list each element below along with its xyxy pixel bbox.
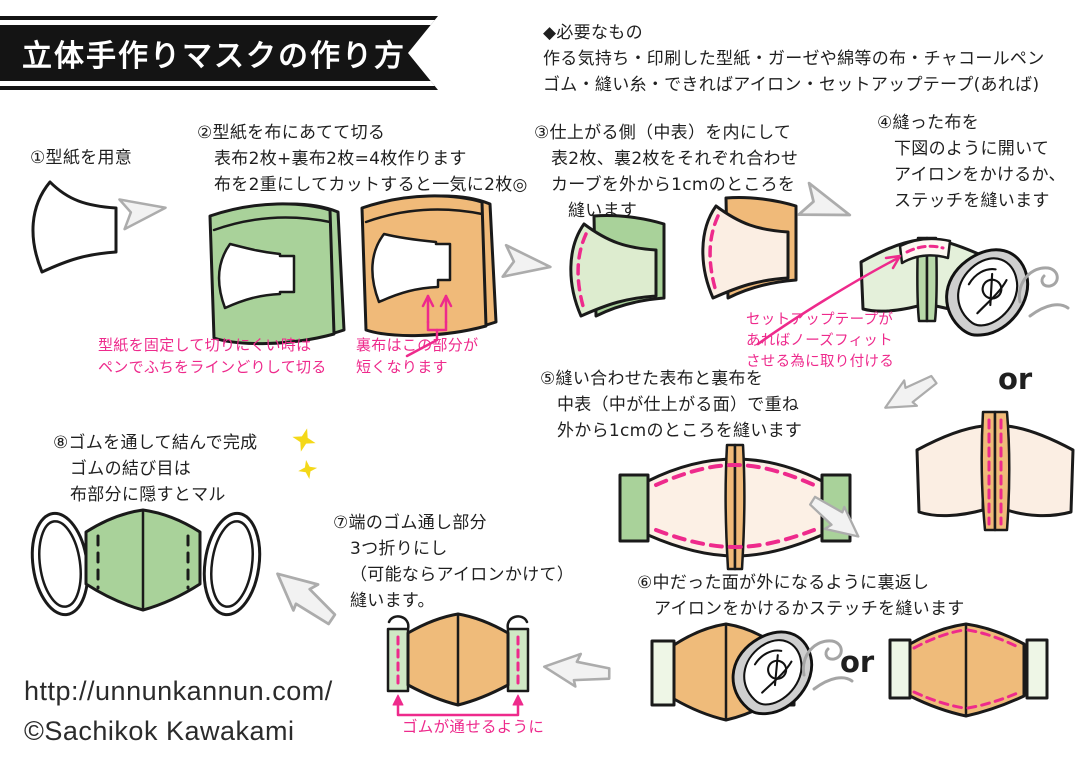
steam-icon [801, 639, 854, 691]
step5-text: ⑤縫い合わせた表布と裏布を 中表（中が仕上がる面）で重ね 外から1cmのところを… [540, 369, 803, 441]
end-tab [618, 473, 650, 543]
iron-icon [945, 248, 1030, 337]
elastic-pass-annotation: ゴムが通せるように [402, 718, 545, 736]
stitch-line [654, 528, 816, 549]
stitch-line [654, 463, 816, 487]
stitch-line [708, 214, 720, 290]
flow-arrow-icon [118, 198, 167, 231]
stitch-line [966, 690, 1022, 710]
flow-arrow-icon [797, 181, 852, 217]
flow-arrow-icon [543, 652, 611, 688]
channel-bracket [392, 694, 524, 717]
step2-text: ②型紙を布にあてて切る 表布2枚+裏布2枚=4枚作ります 布を2重にしてカットす… [197, 123, 528, 195]
ear-loop [202, 511, 262, 617]
flow-arrow-icon [501, 243, 552, 278]
stitch-line [912, 690, 966, 710]
opened-seam-iron-illustration [859, 236, 1070, 337]
step4-text: ④縫った布を 下図のように開いて アイロンをかけるか、 ステッチを縫います [877, 113, 1066, 211]
setup-tape-annotation: セットアップテープが あればノーズフィット させる為に取り付ける [746, 312, 894, 370]
materials-line: ゴム・縫い糸・できればアイロン・セットアップテープ(あれば) [543, 75, 1040, 95]
hem-curl [387, 615, 410, 631]
turned-mask-iron-illustration [650, 622, 854, 722]
step8-text: ⑧ゴムを通して結んで完成 ゴムの結び目は 布部分に隠すとマル [53, 433, 258, 505]
topstitched-mask-illustration [888, 622, 1049, 718]
materials-line: 作る気持ち・印刷した型紙・ガーゼや綿等の布・チャコールペン [543, 49, 1045, 69]
sewn-piece-lining [701, 196, 798, 300]
pattern-piece-illustration [31, 180, 118, 274]
title-banner: 立体手作りマスクの作り方 [0, 16, 438, 90]
site-url: http://unnunkannun.com/ [24, 676, 333, 706]
flow-arrow-icon [276, 572, 337, 626]
steam-icon [1017, 266, 1070, 318]
ear-loop [30, 511, 90, 617]
sewn-piece-front [569, 214, 666, 318]
step1-text: ①型紙を用意 [30, 148, 133, 168]
fabric-cutting-illustration [208, 194, 498, 346]
or-label: or [998, 362, 1033, 396]
elastic-channel-illustration [386, 612, 530, 717]
or-label: or [840, 645, 875, 679]
materials-heading: ◆必要なもの [543, 23, 643, 43]
end-tab [1025, 638, 1049, 700]
green-folded-fabric [208, 202, 346, 346]
sparkle-icon [292, 428, 318, 479]
stitch-line [905, 244, 945, 254]
step7-text: ⑦端のゴム通し部分 3つ折りにし （可能ならアイロンかけて） 縫います。 [333, 513, 575, 611]
stitch-line [576, 232, 588, 308]
tape-pointer-arrow-icon [756, 254, 902, 346]
end-tab [888, 638, 912, 700]
hem-curl [506, 615, 529, 631]
lining-pointer-arrows-icon [405, 294, 453, 358]
materials-list: ◆必要なもの 作る気持ち・印刷した型紙・ガーゼや綿等の布・チャコールペン ゴム・… [543, 20, 1045, 98]
stitch-line [966, 628, 1022, 650]
cut-tip-annotation: 型紙を固定して切りにくい時は ペンでふちをラインどりして切る [98, 336, 327, 376]
step3-text: ③仕上がる側（中表）を内にして 表2枚、裏2枚をそれぞれ合わせ カーブを外から1… [534, 123, 799, 221]
iron-icon [731, 630, 814, 716]
credit: ©Sachikok Kawakami [24, 716, 295, 746]
nose-fit-tape [898, 237, 952, 265]
step6-text: ⑥中だった面が外になるように裏返し アイロンをかけるかステッチを縫います [637, 573, 965, 619]
flow-arrow-icon [808, 495, 860, 538]
flow-arrow-icon [884, 374, 938, 409]
lining-short-annotation: 裏布はこの部分が 短くなります [356, 336, 479, 376]
stitch-line [912, 628, 966, 650]
page-title: 立体手作りマスクの作り方 [22, 39, 406, 74]
stitched-seam-illustration [915, 410, 1075, 532]
end-tab [650, 639, 676, 707]
finished-mask-illustration [30, 508, 262, 617]
orange-folded-fabric [360, 194, 498, 338]
sewn-halves-illustration [569, 196, 798, 318]
